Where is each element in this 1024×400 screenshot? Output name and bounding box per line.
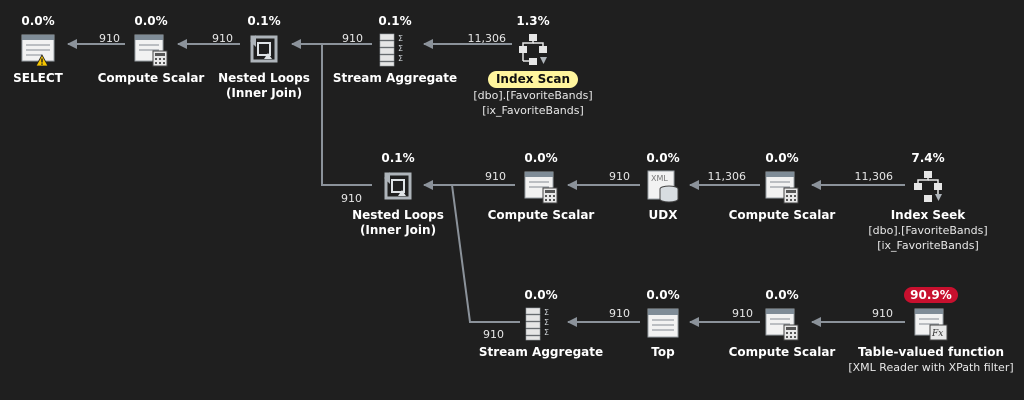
row-count: 910 xyxy=(342,32,363,45)
index-seek-node[interactable]: 7.4% Index Seek [dbo].[FavoriteBands] [i… xyxy=(848,150,1008,253)
operator-name: Index Seek xyxy=(890,208,966,222)
select-node[interactable]: 0.0% SELECT xyxy=(0,13,118,86)
select-warning-icon xyxy=(20,31,56,67)
cost-percent: 0.0% xyxy=(646,288,680,302)
row-count: 910 xyxy=(483,328,504,341)
table-valued-function-icon: Fx xyxy=(913,305,949,341)
operator-name: Table-valued function xyxy=(857,345,1005,359)
cost-percent: 7.4% xyxy=(911,151,945,165)
svg-text:Σ: Σ xyxy=(398,34,403,43)
nested-loops-node[interactable]: 0.1% Nested Loops (Inner Join) xyxy=(184,13,344,101)
svg-text:Σ: Σ xyxy=(544,308,549,317)
arrow-sa2-nl2 xyxy=(451,184,520,323)
row-count: 910 xyxy=(872,307,893,320)
row-count: 910 xyxy=(609,307,630,320)
nested-loops-node[interactable]: 0.1% Nested Loops (Inner Join) xyxy=(318,150,478,238)
compute-scalar-icon xyxy=(523,168,559,204)
row-count: 11,306 xyxy=(467,32,507,45)
row-count: 910 xyxy=(212,32,233,45)
compute-scalar-icon xyxy=(133,31,169,67)
udx-node[interactable]: 0.0% XML UDX xyxy=(583,150,743,223)
object-name: [dbo].[FavoriteBands] xyxy=(868,224,988,237)
operator-subname: (Inner Join) xyxy=(359,223,437,237)
index-name: [ix_FavoriteBands] xyxy=(877,239,979,252)
cost-percent: 0.0% xyxy=(134,14,168,28)
object-name: [XML Reader with XPath filter] xyxy=(848,361,1014,374)
row-count: 11,306 xyxy=(854,170,894,183)
operator-name: Nested Loops xyxy=(352,208,444,222)
cost-percent: 0.0% xyxy=(524,151,558,165)
operator-name: Compute Scalar xyxy=(97,71,205,85)
compute-scalar-icon xyxy=(764,305,800,341)
cost-percent: 0.0% xyxy=(21,14,55,28)
udx-xml-icon: XML xyxy=(645,168,681,204)
operator-name: Nested Loops xyxy=(218,71,310,85)
operator-name: SELECT xyxy=(13,71,63,85)
row-count: 910 xyxy=(609,170,630,183)
cost-percent: 0.0% xyxy=(524,288,558,302)
row-count: 910 xyxy=(485,170,506,183)
nested-loops-icon xyxy=(380,168,416,204)
table-valued-function-node[interactable]: 90.9% Fx Table-valued function [XML Read… xyxy=(846,287,1016,375)
svg-text:XML: XML xyxy=(651,174,668,183)
svg-text:Σ: Σ xyxy=(544,328,549,337)
cost-percent: 0.1% xyxy=(381,151,415,165)
index-name: [ix_FavoriteBands] xyxy=(482,104,584,117)
nested-loops-icon xyxy=(246,31,282,67)
operator-name: Index Scan xyxy=(453,71,613,88)
top-icon xyxy=(645,305,681,341)
operator-name: Top xyxy=(651,345,675,359)
svg-text:Σ: Σ xyxy=(398,54,403,63)
cost-percent: 1.3% xyxy=(516,14,550,28)
top-node[interactable]: 0.0% Top xyxy=(583,287,743,360)
cost-percent: 0.1% xyxy=(378,14,412,28)
operator-name: Compute Scalar xyxy=(728,208,836,222)
svg-text:Σ: Σ xyxy=(398,44,403,53)
cost-percent: 0.0% xyxy=(765,151,799,165)
cost-percent: 90.9% xyxy=(846,287,1016,303)
row-count: 910 xyxy=(732,307,753,320)
compute-scalar-node[interactable]: 0.0% Compute Scalar xyxy=(702,287,862,360)
row-count: 910 xyxy=(341,192,362,205)
compute-scalar-icon xyxy=(764,168,800,204)
operator-subname: (Inner Join) xyxy=(225,86,303,100)
cost-percent: 0.1% xyxy=(247,14,281,28)
arrow-nl2-nl1 xyxy=(321,44,372,186)
svg-text:Fx: Fx xyxy=(931,329,943,339)
cost-percent: 0.0% xyxy=(765,288,799,302)
compute-scalar-node[interactable]: 0.0% Compute Scalar xyxy=(71,13,231,86)
compute-scalar-node[interactable]: 0.0% Compute Scalar xyxy=(461,150,621,223)
operator-name: Stream Aggregate xyxy=(332,71,458,85)
index-seek-icon xyxy=(910,168,946,204)
compute-scalar-node[interactable]: 0.0% Compute Scalar xyxy=(702,150,862,223)
row-count: 11,306 xyxy=(707,170,747,183)
operator-name: UDX xyxy=(648,208,678,222)
row-count: 910 xyxy=(99,32,120,45)
object-name: [dbo].[FavoriteBands] xyxy=(473,89,593,102)
index-scan-icon xyxy=(515,31,551,67)
operator-name: Compute Scalar xyxy=(728,345,836,359)
svg-text:Σ: Σ xyxy=(544,318,549,327)
cost-percent: 0.0% xyxy=(646,151,680,165)
operator-name: Compute Scalar xyxy=(487,208,595,222)
operator-name: Stream Aggregate xyxy=(478,345,604,359)
index-scan-node[interactable]: 1.3% Index Scan [dbo].[FavoriteBands] [i… xyxy=(453,13,613,118)
